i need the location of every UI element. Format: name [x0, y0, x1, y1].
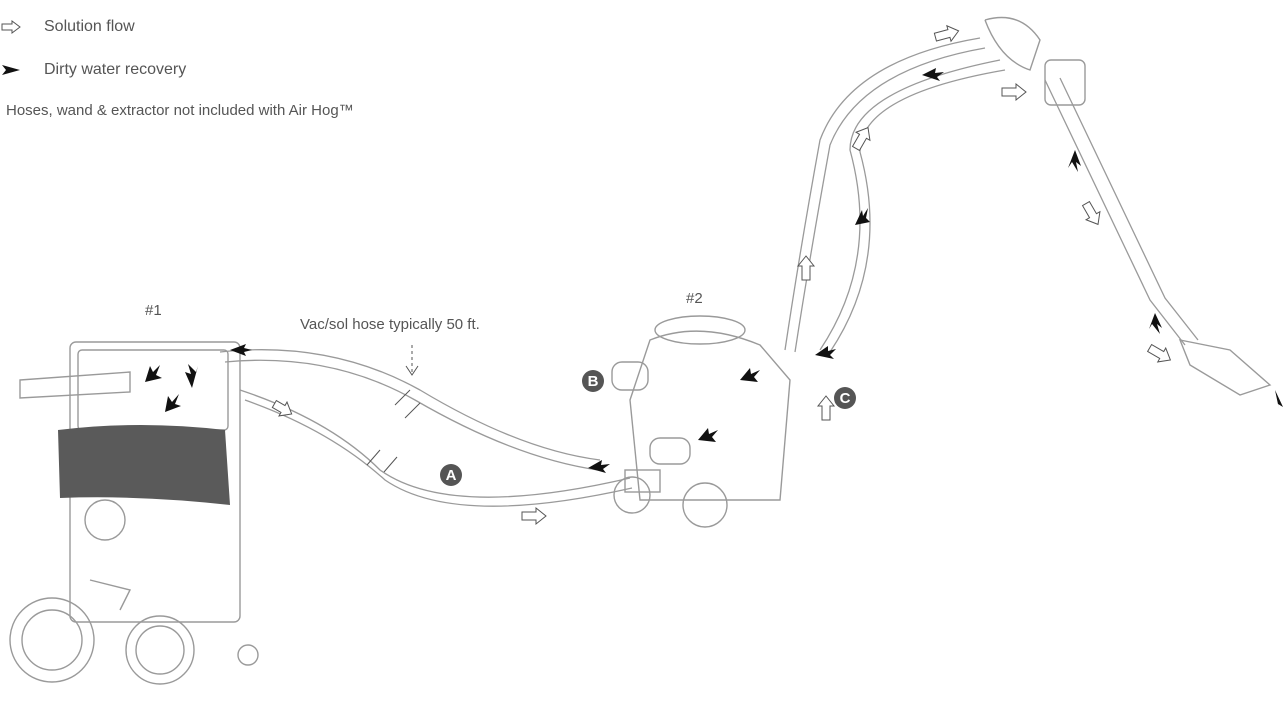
- hollow-arrow-icon: [1, 20, 21, 34]
- legend-solution-flow: Solution flow: [0, 18, 135, 36]
- unit-2-label: #2: [686, 290, 703, 307]
- legend-dirty-water-recovery: Dirty water recovery: [0, 61, 186, 79]
- legend-solution-label: Solution flow: [44, 18, 135, 35]
- badge-c: C: [834, 387, 856, 409]
- legend-recovery-label: Dirty water recovery: [44, 61, 187, 78]
- extractor-1-drawing: [9, 341, 259, 685]
- badge-a: A: [440, 464, 462, 486]
- badge-b: B: [582, 370, 604, 392]
- equipment-note: Hoses, wand & extractor not included wit…: [6, 102, 354, 119]
- hoses: [219, 37, 1199, 507]
- recovery-arrows: [145, 68, 1283, 473]
- solid-arrow-icon: [2, 65, 20, 75]
- extractor-1-band: [58, 425, 230, 505]
- wand-drawing: [984, 16, 1272, 396]
- air-hog-2-drawing: [611, 315, 791, 528]
- unit-1-label: #1: [145, 302, 162, 319]
- solution-arrows: [271, 24, 1172, 526]
- hose-break-marks: [366, 345, 421, 473]
- hose-length-label: Vac/sol hose typically 50 ft.: [300, 316, 480, 333]
